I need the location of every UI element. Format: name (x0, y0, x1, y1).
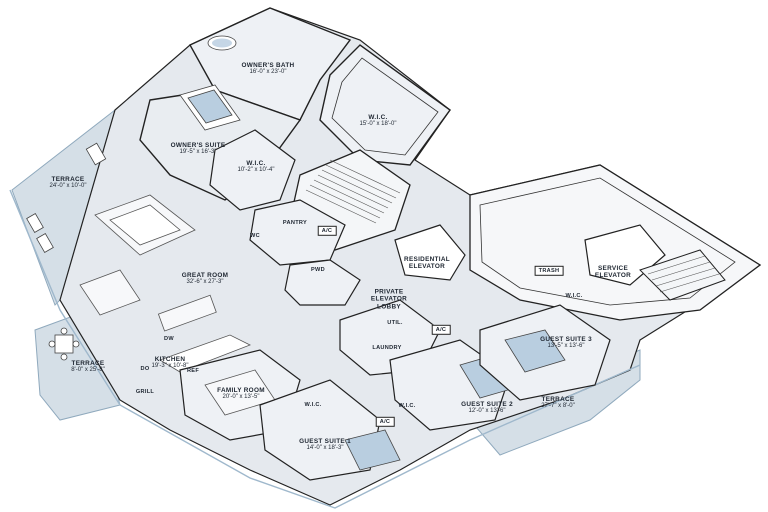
glass-edge (9, 189, 641, 509)
pantry-label: PANTRY (282, 219, 308, 226)
wic-gs2-label: W.I.C. (398, 402, 416, 409)
private-elevator-lobby-label: PRIVATE ELEVATOR LOBBY (370, 288, 408, 310)
owners-wic-walls (319, 44, 451, 166)
ref-tag: REF (186, 367, 200, 374)
grill-tag: GRILL (135, 388, 155, 395)
residential-elevator-shaft (394, 224, 466, 281)
trash-label: TRASH (534, 265, 564, 277)
owners-wic-label: W.I.C.15'-0" x 18'-0" (359, 113, 397, 128)
wc-tag: WC (250, 232, 260, 239)
ac-tag-1: A/C (317, 225, 337, 237)
wic-gs3-label: W.I.C. (565, 292, 583, 299)
service-elevator-label: SERVICE ELEVATOR (594, 264, 632, 280)
terrace-table (48, 327, 80, 361)
wic-gs1-label: W.I.C. (304, 401, 322, 408)
dw-tag: DW (164, 335, 174, 342)
pwd-walls (284, 259, 361, 306)
residential-elevator-label: RESIDENTIAL ELEVATOR (404, 255, 450, 271)
wic-small-label: W.I.C.10'-2" x 10'-4" (237, 159, 275, 174)
do-tag: DO (140, 365, 150, 372)
util-label: UTIL. (387, 319, 403, 326)
guest-suite-1-walls (259, 379, 381, 481)
ac-tag-3: A/C (375, 416, 395, 428)
owners-bed (179, 84, 241, 131)
pwd-label: PWD (311, 266, 325, 273)
ac-tag-2: A/C (431, 324, 451, 336)
great-room-furniture (79, 194, 251, 373)
wic-small-walls (209, 129, 296, 211)
laundry-label: LAUNDRY (372, 344, 402, 351)
service-stair (639, 249, 726, 301)
